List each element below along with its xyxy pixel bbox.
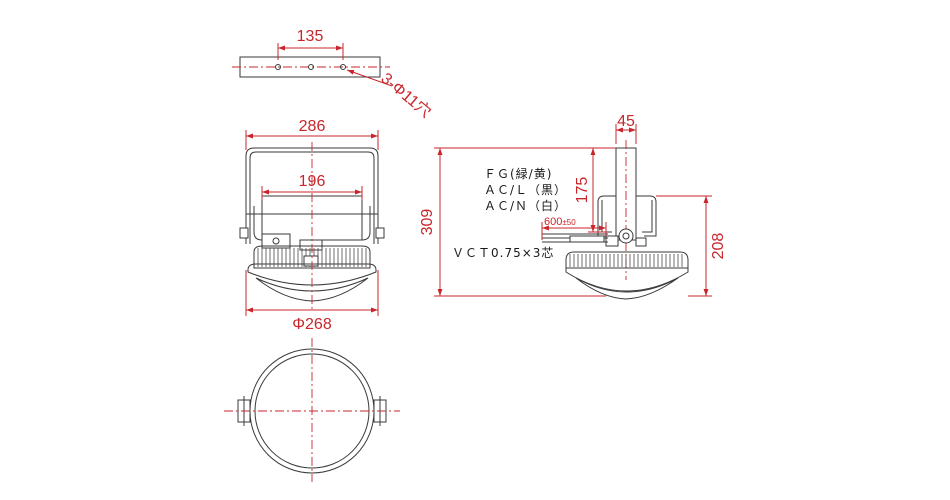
wire-fg-note: ＦＧ(緑/黄) (484, 166, 552, 181)
bracket-width-label: 286 (299, 118, 326, 135)
bottom-view (224, 338, 400, 482)
wire-n-note: ＡＣ/Ｎ（白） (484, 198, 567, 213)
side-view: 45 175 309 208 (419, 113, 727, 300)
cable-length-value: 600 (544, 216, 562, 228)
pole-width-label: 45 (617, 113, 635, 130)
arm-height-label: 175 (574, 177, 591, 204)
side-height-label: 208 (710, 233, 727, 260)
front-view: 286 196 Φ268 (239, 118, 385, 333)
wire-l-note: ＡＣ/Ｌ（黒） (484, 183, 567, 197)
bracket-hole-pitch-label: 135 (297, 28, 324, 45)
total-height-label: 309 (419, 209, 436, 236)
cable-tolerance-value: ±50 (562, 218, 576, 227)
cable-length-label: 600±50 (544, 216, 576, 228)
cable-spec-note: ＶＣＴ0.75×3芯 (452, 246, 554, 260)
bracket-top-view: 135 3-Φ11穴 (232, 28, 435, 121)
body-diameter-label: Φ268 (292, 316, 332, 333)
bracket-holes-label: 3-Φ11穴 (377, 69, 434, 121)
